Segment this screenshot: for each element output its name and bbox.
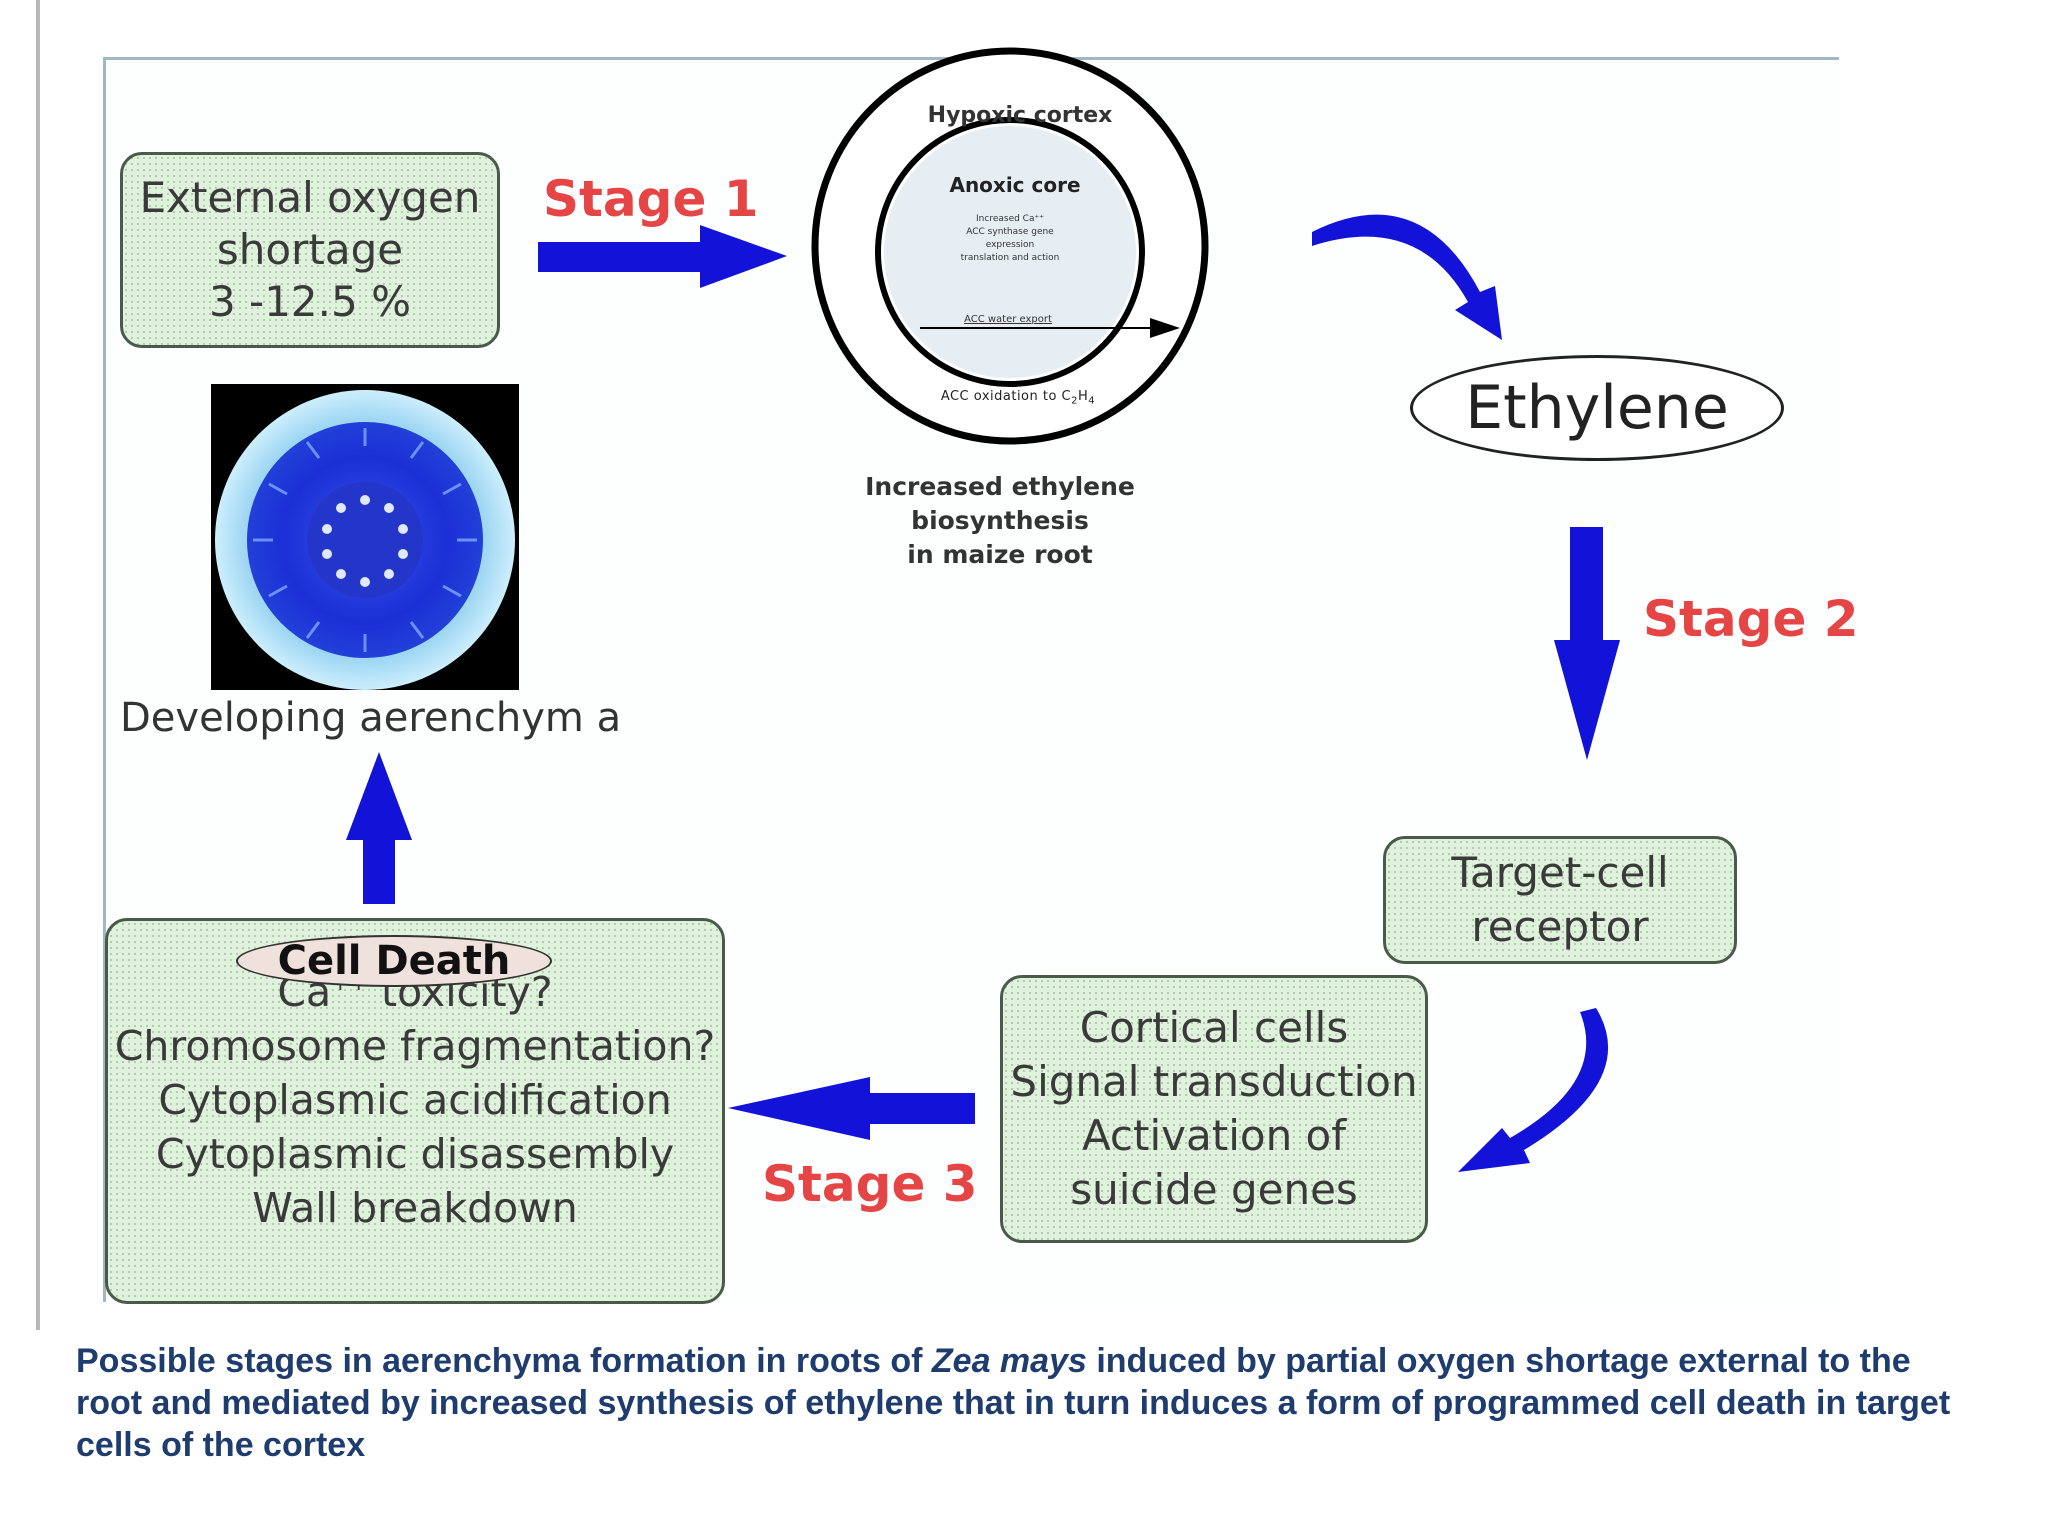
stage-1-arrow (538, 225, 787, 288)
cell-death-line: Wall breakdown (252, 1184, 578, 1232)
stage-2-label: Stage 2 (1643, 590, 1859, 648)
caption-part-2: induced by partial oxygen shortage exter… (76, 1342, 1951, 1464)
hypoxic-cortex-label: Hypoxic cortex (927, 103, 1113, 128)
cortical-line: Cortical cells (1079, 1003, 1349, 1052)
acc-export-label: ACC water export (964, 314, 1052, 325)
cortical-line: Signal transduction (1010, 1057, 1418, 1106)
anoxic-core-label: Anoxic core (949, 173, 1081, 197)
external-oxygen-line: shortage (216, 225, 404, 274)
acc-oxidation-label: ACC oxidation to C2H4 (893, 389, 1143, 407)
ethylene-oval: Ethylene (1410, 355, 1784, 461)
stage-2-arrow (1554, 527, 1620, 760)
maize-caption: Increased ethylene biosynthesis in maize… (860, 470, 1140, 572)
external-oxygen-line: External oxygen (139, 173, 481, 222)
anoxic-core-inner (884, 126, 1136, 378)
figure-caption: Possible stages in aerenchyma formation … (76, 1340, 1976, 1466)
cell-death-line: Chromosome fragmentation? (114, 1022, 716, 1070)
anoxic-detail-line: translation and action (960, 253, 1060, 263)
cell-death-line: Cytoplasmic acidification (158, 1076, 672, 1124)
target-cell-line: receptor (1471, 902, 1649, 951)
cortical-line: Activation of (1081, 1111, 1347, 1160)
maize-caption-line: biosynthesis (911, 506, 1089, 535)
root-cross-section-drawing (215, 390, 515, 690)
acc-oxidation-text: ACC oxidation to C (940, 389, 1072, 404)
developing-aerenchyma-label: Developing aerenchym a (120, 695, 622, 741)
cell-death-box: Cell Death Ca++ toxicity? Chromosome fra… (105, 918, 725, 1304)
acc-sub-2: 4 (1088, 395, 1096, 407)
anoxic-detail-line: Increased Ca⁺⁺ (976, 214, 1044, 224)
frame-left-border (103, 57, 106, 1302)
target-cell-line: Target-cell (1451, 848, 1669, 897)
cell-death-line: Cytoplasmic disassembly (155, 1130, 675, 1178)
root-cross-section-image (211, 384, 519, 690)
up-arrow (346, 752, 412, 904)
caption-species: Zea mays (931, 1342, 1087, 1380)
stage-3-label: Stage 3 (762, 1155, 978, 1213)
curve-to-ethylene-arrow (1312, 214, 1502, 340)
export-arrow-head (1150, 318, 1180, 338)
maize-caption-line: in maize root (907, 540, 1093, 569)
curve-to-cortical-arrow (1458, 1008, 1609, 1172)
stage-3-arrow (728, 1077, 975, 1140)
stage-1-label: Stage 1 (543, 170, 759, 228)
maize-caption-line: Increased ethylene (865, 472, 1135, 501)
acc-sub-1: 2 (1071, 395, 1079, 407)
cell-death-title: Cell Death (236, 935, 552, 987)
anoxic-detail-line: ACC synthase gene (966, 227, 1054, 237)
cortical-line: suicide genes (1070, 1165, 1358, 1214)
external-oxygen-box: External oxygen shortage 3 -12.5 % (120, 152, 500, 348)
anoxic-core-details: Increased Ca⁺⁺ ACC synthase gene express… (905, 213, 1115, 265)
caption-part-1: Possible stages in aerenchyma formation … (76, 1342, 932, 1380)
left-rule (36, 0, 40, 1330)
external-oxygen-line: 3 -12.5 % (208, 277, 411, 326)
cortical-cells-box: Cortical cells Signal transduction Activ… (1000, 975, 1428, 1243)
acc-h: H (1078, 389, 1089, 404)
target-cell-receptor-box: Target-cell receptor (1383, 836, 1737, 964)
anoxic-detail-line: expression (985, 240, 1035, 250)
